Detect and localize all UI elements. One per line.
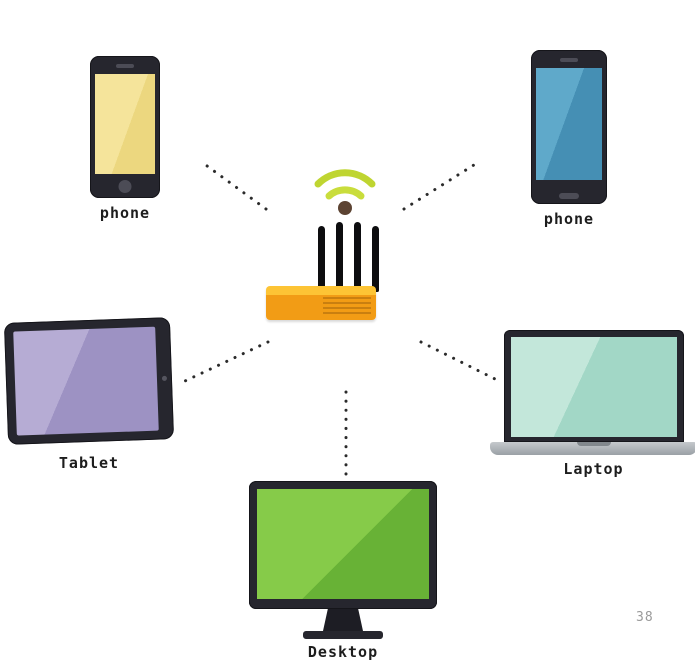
router-antenna-icon [372, 226, 379, 292]
phone-screen [95, 74, 155, 174]
phone-screen [536, 68, 602, 180]
laptop-base [490, 442, 695, 455]
router-body [266, 286, 376, 320]
router-antenna-icon [354, 222, 361, 292]
device-label: Tablet [58, 454, 120, 472]
phone-home-button-icon [118, 180, 132, 193]
laptop-frame [503, 330, 684, 442]
phone-speaker [560, 58, 578, 62]
desktop-device: Desktop [249, 481, 437, 661]
line-router-phone-left [201, 161, 268, 211]
phone-speaker [116, 64, 134, 68]
phone-left-device: phone [90, 56, 160, 222]
tablet-frame [3, 317, 175, 445]
tablet-device: Tablet [3, 317, 175, 472]
monitor-stand [323, 609, 363, 631]
watermark-text: 38 [636, 610, 654, 625]
line-router-tablet [183, 340, 270, 383]
device-label: phone [543, 210, 595, 228]
laptop-device: Laptop [490, 330, 695, 478]
device-label: Desktop [307, 643, 379, 661]
phone-frame [531, 50, 607, 204]
device-label: phone [99, 204, 151, 222]
phone-right-device: phone [531, 50, 607, 228]
device-label: Laptop [563, 460, 624, 478]
tablet-camera-icon [161, 375, 168, 381]
tablet-screen [13, 326, 159, 436]
wifi-router [266, 220, 380, 324]
line-router-laptop [419, 340, 499, 382]
monitor-base [303, 631, 383, 639]
laptop-screen [510, 337, 677, 437]
monitor-screen [257, 489, 429, 599]
phone-home-button-icon [559, 193, 579, 199]
wifi-signal-icon [314, 169, 376, 215]
phone-frame [90, 56, 160, 198]
monitor-frame [249, 481, 437, 609]
router-antenna-icon [318, 226, 325, 292]
line-router-phone-right [402, 161, 479, 211]
router-antenna-icon [336, 222, 343, 292]
